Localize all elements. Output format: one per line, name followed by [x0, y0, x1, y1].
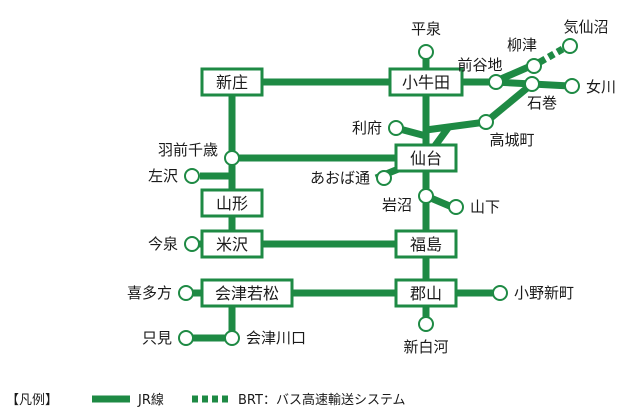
station-maeyachi: 前谷地	[457, 56, 502, 74]
legend-jr-label: JR線	[137, 392, 164, 408]
station-rifu: 利府	[352, 119, 382, 137]
legend: 【凡例】 JR線 BRT：バス高速輸送システム	[6, 392, 406, 408]
station-yonezawa: 米沢	[216, 235, 248, 254]
line-takagimachi-ishinomaki	[483, 81, 535, 125]
box-fukushima[interactable]	[394, 229, 458, 259]
stops	[178, 38, 580, 346]
legend-brt-label: BRT：バス高速輸送システム	[238, 392, 406, 408]
station-ono-niimachi: 小野新町	[514, 284, 574, 302]
box-aizu-wakamatsu[interactable]	[200, 278, 294, 308]
line-kogota-takagimachi	[425, 118, 487, 134]
station-aizu-kawaguchi: 会津川口	[246, 329, 306, 347]
legend-title: 【凡例】	[6, 393, 58, 408]
station-yamagata: 山形	[216, 194, 248, 213]
station-ishinomaki: 石巻	[527, 94, 557, 112]
box-koriyama[interactable]	[394, 278, 458, 308]
box-kogota[interactable]	[388, 67, 464, 97]
stop-usen-chitose[interactable]	[224, 150, 240, 166]
stop-ishinomaki[interactable]	[524, 76, 540, 92]
station-aizu-wakamatsu: 会津若松	[215, 284, 279, 303]
station-aoba-dori: あおば通	[310, 169, 370, 187]
station-shin-shirakawa: 新白河	[403, 338, 448, 356]
station-hiraizumi: 平泉	[411, 20, 441, 38]
station-tadami: 只見	[142, 329, 172, 347]
stop-hidarizawa[interactable]	[184, 168, 200, 184]
station-koriyama: 郡山	[410, 284, 442, 303]
station-shinjo: 新庄	[216, 73, 248, 92]
box-labels: 新庄 小牛田 仙台 山形 米沢 福島 会津若松 郡山	[215, 73, 450, 303]
stop-takagimachi[interactable]	[478, 114, 494, 130]
stop-aoba-dori[interactable]	[376, 170, 392, 186]
station-kitakata: 喜多方	[127, 284, 172, 302]
station-takagimachi: 高城町	[489, 131, 534, 149]
station-boxes	[200, 67, 464, 308]
stop-shin-shirakawa[interactable]	[418, 316, 434, 332]
stop-onagawa[interactable]	[564, 78, 580, 94]
stop-ono-niimachi[interactable]	[492, 285, 508, 301]
stop-tadami[interactable]	[178, 330, 194, 346]
stop-aizu-kawaguchi[interactable]	[224, 330, 240, 346]
stop-kitakata[interactable]	[178, 285, 194, 301]
station-onagawa: 女川	[586, 78, 616, 96]
station-hidarizawa: 左沢	[148, 167, 178, 185]
box-yonezawa[interactable]	[200, 229, 264, 259]
stop-yamashita[interactable]	[448, 199, 464, 215]
box-shinjo[interactable]	[200, 67, 264, 97]
station-usen-chitose: 羽前千歳	[158, 141, 218, 159]
station-imaizumi: 今泉	[148, 235, 178, 253]
stop-kesennuma[interactable]	[562, 38, 578, 54]
stop-iwanuma[interactable]	[418, 188, 434, 204]
stop-rifu[interactable]	[388, 120, 404, 136]
box-sendai[interactable]	[394, 143, 458, 173]
box-yamagata[interactable]	[200, 188, 264, 218]
stop-maeyachi[interactable]	[488, 74, 504, 90]
station-kesennuma: 気仙沼	[563, 18, 608, 36]
stop-imaizumi[interactable]	[184, 236, 200, 252]
stop-yanaizu[interactable]	[526, 58, 542, 74]
stop-hiraizumi[interactable]	[418, 44, 434, 60]
station-kogota: 小牛田	[402, 73, 450, 92]
brt-yanaizu-kesennuma	[538, 42, 570, 66]
station-yamashita: 山下	[470, 198, 500, 216]
station-iwanuma: 岩沼	[382, 196, 412, 214]
station-yanaizu: 柳津	[507, 36, 537, 54]
station-sendai: 仙台	[410, 149, 442, 168]
stop-labels: 平泉 羽前千歳 左沢 今泉 喜多方 小野新町 只見 会津川口 新白河 前谷地 柳…	[127, 18, 616, 356]
station-fukushima: 福島	[410, 235, 442, 254]
